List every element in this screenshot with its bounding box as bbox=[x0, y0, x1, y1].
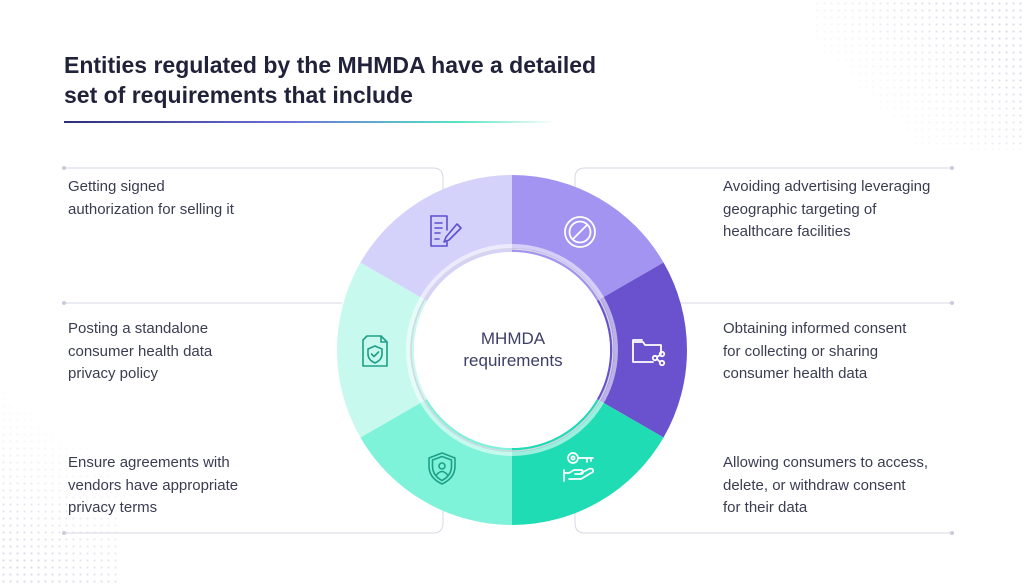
connector-signed-authorization bbox=[64, 167, 444, 196]
inner-ring-shadow bbox=[410, 248, 614, 452]
prohibited-icon bbox=[564, 216, 596, 248]
ring-segment-vendor-agreements bbox=[360, 399, 512, 525]
item-line: for collecting or sharing bbox=[723, 342, 879, 360]
connector-dot-avoid-geotargeting bbox=[950, 166, 954, 170]
inner-circle bbox=[414, 252, 610, 448]
item-line: healthcare facilities bbox=[723, 223, 851, 240]
item-line: authorization for selling it bbox=[68, 200, 234, 218]
center-label-line-1: MHMDA bbox=[480, 329, 546, 348]
ring-segment-informed-consent bbox=[596, 262, 687, 438]
document-shield-icon bbox=[362, 335, 388, 367]
item-line: privacy terms bbox=[68, 499, 158, 516]
item-line: consumer health data bbox=[68, 342, 213, 360]
dot-pattern-top-right bbox=[814, 0, 1024, 150]
center-label-line-2: requirements bbox=[463, 351, 563, 370]
item-line: consumer health data bbox=[723, 365, 868, 382]
connector-avoid-geotargeting bbox=[574, 167, 952, 196]
connector-dot-vendor-agreements bbox=[62, 531, 66, 535]
connector-dot-informed-consent bbox=[950, 301, 954, 305]
item-line: Ensure agreements with bbox=[68, 454, 230, 471]
item-line: Posting a standalone bbox=[68, 320, 209, 337]
item-line: geographic targeting of bbox=[723, 200, 877, 218]
connector-dot-consumer-access bbox=[950, 531, 954, 535]
item-vendor-agreements: Ensure agreements with vendors have appr… bbox=[68, 452, 318, 520]
hand-key-icon bbox=[563, 452, 595, 482]
item-line: Getting signed bbox=[68, 178, 165, 195]
dot-pattern-bottom-left bbox=[0, 375, 120, 585]
ring-segment-signed-authorization bbox=[360, 175, 512, 301]
connector-consumer-access bbox=[574, 506, 952, 534]
center-label: MHMDA requirements bbox=[443, 328, 583, 372]
connector-dot-signed-authorization bbox=[62, 166, 66, 170]
inner-ring-outline bbox=[406, 244, 618, 456]
item-consumer-access: Allowing consumers to access, delete, or… bbox=[723, 452, 973, 520]
item-line: Allowing consumers to access, bbox=[723, 454, 929, 471]
item-informed-consent: Obtaining informed consent for collectin… bbox=[723, 318, 973, 386]
item-line: vendors have appropriate bbox=[68, 476, 239, 494]
connector-vendor-agreements bbox=[64, 506, 444, 534]
folder-share-icon bbox=[632, 339, 666, 367]
item-line: Obtaining informed consent bbox=[723, 320, 907, 337]
page-title: Entities regulated by the MHMDA have a d… bbox=[64, 50, 664, 110]
document-pen-icon bbox=[430, 215, 462, 247]
item-avoid-geotargeting: Avoiding advertising leveraging geograph… bbox=[723, 176, 973, 244]
page-title-line-1: Entities regulated by the MHMDA have a d… bbox=[64, 52, 597, 78]
item-line: delete, or withdraw consent bbox=[723, 476, 906, 494]
item-line: privacy policy bbox=[68, 365, 159, 382]
title-underline bbox=[64, 121, 556, 123]
item-line: for their data bbox=[723, 499, 808, 516]
item-privacy-policy: Posting a standalone consumer health dat… bbox=[68, 318, 318, 386]
shield-person-icon bbox=[428, 452, 456, 485]
connector-dot-privacy-policy bbox=[62, 301, 66, 305]
item-line: Avoiding advertising leveraging bbox=[723, 178, 931, 195]
item-signed-authorization: Getting signed authorization for selling… bbox=[68, 176, 318, 221]
page-title-line-2: set of requirements that include bbox=[64, 82, 413, 108]
